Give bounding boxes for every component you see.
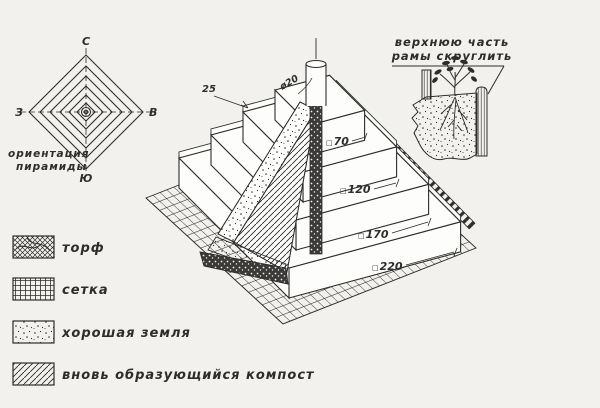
tier-label-120: □120 [340, 183, 371, 196]
compass-ring [59, 85, 113, 139]
mesh-swatch [12, 277, 55, 301]
plant-sprig [432, 56, 477, 140]
compass-north-label: С [82, 35, 90, 48]
compass-ring [39, 65, 133, 159]
frame-board-left [421, 69, 432, 100]
compass-center-icon [83, 109, 89, 115]
legend-label-mesh: сетка [62, 283, 109, 298]
central-pole [305, 38, 327, 106]
compost-swatch [12, 362, 55, 386]
legend-item-peat: торф [12, 235, 105, 259]
cutaway-section [199, 101, 323, 285]
frame-detail-inset: верхнюю часть рамы скруглить [391, 35, 513, 161]
peat-swatch [12, 235, 55, 259]
peat-swatch-curves [15, 237, 51, 252]
legend-label-good-soil: хорошая земля [61, 326, 191, 341]
legend-label-compost: вновь образующийся компост [62, 368, 315, 383]
tier-label-170: □170 [358, 228, 389, 241]
legend-item-compost: вновь образующийся компост [12, 362, 315, 386]
compass-west-label: З [15, 106, 23, 119]
compass-ring [68, 94, 104, 130]
tier-label-220: □220 [372, 260, 403, 273]
legend-item-mesh: сетка [12, 277, 109, 301]
buried-pole-column [309, 103, 323, 255]
soil-block [411, 92, 478, 161]
compass-caption-line1: ориентация [8, 148, 90, 160]
compass-south-label: Ю [80, 172, 93, 185]
detail-note-line2: рамы скруглить [391, 49, 513, 63]
step-height-dim: 25 [202, 84, 216, 95]
pyramid-illustration: 25 ø20 □70 □120 □170 □220 [145, 38, 477, 325]
cut-peat-band [199, 251, 289, 285]
legend-label-peat: торф [62, 241, 105, 256]
legend: торф сетка хорошая земля вновь образующи… [12, 235, 315, 386]
compass-ring [28, 54, 144, 170]
compass-caption-line2: пирамиды [16, 161, 87, 173]
legend-item-good-soil: хорошая земля [12, 320, 191, 344]
good-soil-swatch [12, 320, 55, 344]
compass-rose: С В Ю З ориентация пирамиды [8, 35, 157, 185]
compass-ring [49, 75, 123, 149]
compass-axes [20, 48, 152, 176]
frame-board-right-rounded [475, 86, 488, 157]
plant-roots [439, 96, 469, 140]
compass-east-label: В [149, 106, 157, 119]
compass-ring [76, 102, 96, 122]
detail-note-line1: верхнюю часть [395, 35, 509, 49]
tier-label-70: □70 [326, 135, 349, 148]
compass-center-icon [80, 106, 92, 118]
